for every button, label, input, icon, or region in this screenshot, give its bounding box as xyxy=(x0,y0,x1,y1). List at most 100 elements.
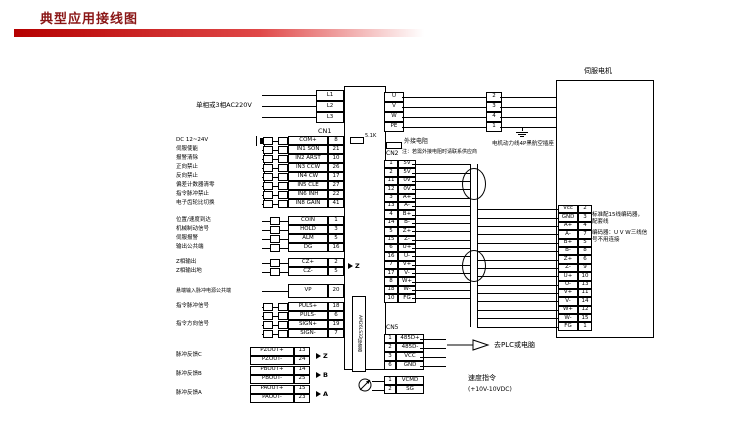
pin-name-cell: V- xyxy=(558,297,578,306)
pin-name-cell: DG xyxy=(288,243,328,252)
motor-plug-pin-row: 4 xyxy=(402,112,556,122)
pin-number-cell: 7 xyxy=(578,230,592,239)
digital-input-row: 偏差计数器清零 IN5 CLE 27 xyxy=(176,181,344,190)
pullup-resistor-label: 5.1K xyxy=(365,133,377,139)
ground-icon xyxy=(516,127,528,137)
pin-number-cell: 2 xyxy=(384,343,396,352)
speed-pin-row: 2 SG xyxy=(372,385,424,394)
terminal-cell: L3 xyxy=(316,112,344,123)
pin-number-cell: 2 xyxy=(384,168,398,177)
pulse-input-row: 指令脉冲信号 PULS+ 18 xyxy=(176,302,344,311)
pin-number-cell: 5 xyxy=(328,267,344,276)
pin-name-cell: 0V xyxy=(398,176,416,186)
ext-resistor-note: 注：若需外接电阻时请联系供应商 xyxy=(402,149,478,155)
cn5-label: CN5 xyxy=(386,324,399,331)
pin-number-cell: 14 xyxy=(294,365,310,375)
pullup-resistor-icon xyxy=(350,137,364,144)
pin-name-cell: PAOUT+ xyxy=(250,384,294,394)
cn2-pin-row: 17 V- xyxy=(384,269,470,278)
z-signal-letter: Z xyxy=(355,262,360,270)
wire xyxy=(262,267,288,276)
pin-number-cell: 13 xyxy=(578,280,592,289)
pin-name-cell: Z- xyxy=(398,235,416,244)
wire xyxy=(262,234,288,243)
optocoupler-icon xyxy=(262,181,273,190)
pin-name-cell: PAOUT- xyxy=(250,393,294,403)
speed-pot-icon xyxy=(358,378,372,392)
feedback-group: 脉冲反馈B PBOUT+14 PBOUT-25 B xyxy=(176,365,352,384)
plug-pin-cell: 3 xyxy=(486,102,502,112)
input-desc: 反向禁止 xyxy=(176,172,199,179)
motor-plug-pin-row: 1 xyxy=(402,122,556,132)
shield-ellipse-icon xyxy=(462,168,486,200)
pin-name-cell: SG xyxy=(396,385,424,394)
speed-pin-row: 1 VCMD xyxy=(372,376,424,385)
optocoupler-icon xyxy=(277,199,288,208)
pin-number-cell: 13 xyxy=(294,346,310,356)
pin-number-cell: 1 xyxy=(384,160,398,169)
ac-input-label: 单相或3相AC220V xyxy=(196,101,252,109)
pin-number-cell: 8 xyxy=(578,246,592,256)
arrow-icon xyxy=(316,390,321,397)
pin-number-cell: 19 xyxy=(328,320,344,329)
cn2-pin-row: 5 Z+ xyxy=(384,227,470,236)
pin-number-cell: 24 xyxy=(294,355,310,365)
digital-output-row: 输出公共端 DG 16 xyxy=(176,243,344,252)
pin-name-cell: B+ xyxy=(558,238,578,247)
wire xyxy=(262,117,316,118)
pin-number-cell: 3 xyxy=(578,213,592,222)
encoder-cable xyxy=(470,164,478,327)
plc-arrow-icon xyxy=(447,339,490,351)
pin-name-cell: SIGN+ xyxy=(288,320,328,329)
cn2-pin-row: 16 U- xyxy=(384,252,470,261)
pin-number-cell: 3 xyxy=(384,352,396,361)
pin-number-cell: 6 xyxy=(384,243,398,253)
pin-name-cell: Z- xyxy=(558,263,578,273)
speed-range-label: (+10V-10VDC) xyxy=(468,386,512,393)
pin-name-cell: 5V xyxy=(398,160,416,169)
encoder-note-1: 标准配15线编码器，配套线 xyxy=(592,212,643,226)
optocoupler-icon xyxy=(277,136,288,145)
feedback-group: 脉冲反馈A PAOUT+15 PAOUT-23 A xyxy=(176,384,352,403)
feedback-desc: 脉冲反馈B xyxy=(176,370,202,377)
pin-number-cell: 12 xyxy=(384,185,398,194)
pin-number-cell: 13 xyxy=(384,201,398,211)
encoder-pin-row: U- 13 xyxy=(477,280,592,289)
pin-name-cell: PULS- xyxy=(288,311,328,320)
cn1-vp-group: 悬端输入脉冲电源公共端 VP 20 xyxy=(176,284,344,298)
arrow-icon xyxy=(316,371,321,378)
pin-number-cell: 17 xyxy=(384,269,398,278)
pin-name-cell: PBOUT- xyxy=(250,374,294,384)
encoder-pin-row: V- 14 xyxy=(477,297,592,306)
pulse-input-row: 指令方向信号 SIGN+ 19 xyxy=(176,320,344,329)
cn2-pin-row: 11 0V xyxy=(384,176,470,186)
pulse-input-row: SIGN- 7 xyxy=(176,329,344,338)
pin-number-cell: 1 xyxy=(384,376,396,385)
optocoupler-icon xyxy=(277,172,288,181)
pin-name-cell: HOLD xyxy=(288,225,328,234)
optocoupler-icon xyxy=(277,163,288,172)
z-desc: Z相输出 xyxy=(176,258,197,265)
wire xyxy=(262,216,288,225)
wire xyxy=(262,172,288,181)
pin-name-cell: U- xyxy=(558,280,578,289)
pin-name-cell: A- xyxy=(558,230,578,239)
pin-number-cell: 15 xyxy=(384,235,398,244)
optocoupler-icon xyxy=(277,154,288,163)
input-desc: 偏差计数器清零 xyxy=(176,181,215,188)
pin-name-cell: GND xyxy=(396,361,424,370)
pin-name-cell: 485D- xyxy=(396,343,424,352)
pin-number-cell: 10 xyxy=(384,294,398,303)
pin-number-cell: 18 xyxy=(384,285,398,295)
pin-number-cell: 3 xyxy=(328,225,344,234)
pin-name-cell: VP xyxy=(288,284,328,298)
title-underline xyxy=(14,29,424,37)
encoder-pin-row: W- 15 xyxy=(477,314,592,323)
optocoupler-icon xyxy=(262,154,273,163)
pin-name-cell: U- xyxy=(398,252,416,261)
cn5-pin-row: 3 VCC xyxy=(384,352,446,361)
digital-input-row: 指令脉冲禁止 IN6 INH 22 xyxy=(176,190,344,199)
digital-input-row: DC 12~24V COM+ 8 xyxy=(176,136,344,145)
cn2-pin-row: 8 W+ xyxy=(384,277,470,286)
pin-number-cell: 4 xyxy=(384,210,398,219)
